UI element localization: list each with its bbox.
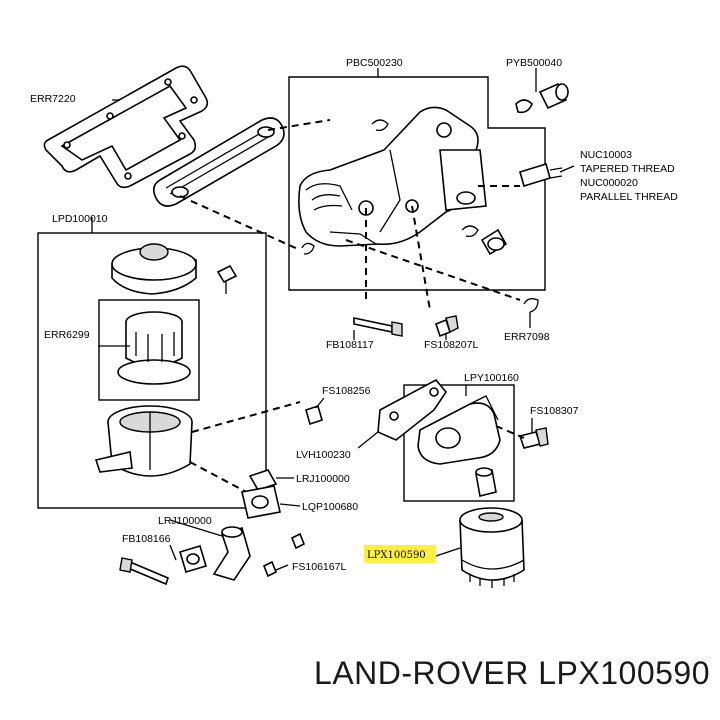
adaptor-frame (403, 384, 515, 502)
lrj-gasket-lower (179, 545, 207, 573)
label-fs106167l: FS106167L (292, 561, 346, 573)
filter-base (94, 405, 193, 477)
label-fs108256: FS108256 (322, 385, 371, 397)
fs108256-bolt (305, 404, 323, 426)
label-fb108117: FB108117 (326, 339, 374, 351)
oil-pump-housing (298, 106, 487, 247)
footer-part-number: LAND-ROVER LPX100590 (314, 655, 710, 691)
filter-cap (111, 243, 197, 295)
pyb-pipe-adaptor (515, 82, 569, 114)
o-ring-top (371, 119, 389, 132)
upper-right-frame (288, 76, 546, 291)
label-err7098: ERR7098 (504, 331, 550, 343)
label-lvh100230: LVH100230 (296, 449, 351, 461)
label-fb108166: FB108166 (122, 533, 171, 545)
err7220-gasket (43, 65, 209, 189)
small-screw-top (216, 264, 238, 294)
inner-filter-frame (98, 299, 200, 401)
fs108307-bolt (518, 427, 549, 449)
err6299-element (117, 311, 191, 385)
label-lrj100000-upper: LRJ100000 (296, 473, 350, 485)
label-lpx100590: LPX100590 (367, 550, 426, 561)
label-parallel-thread: PARALLEL THREAD (580, 191, 678, 203)
label-lrj100000-lower: LRJ100000 (158, 515, 212, 527)
label-err7220: ERR7220 (30, 93, 76, 105)
oil-cooler-plate (152, 117, 285, 207)
fs106167-screws (262, 532, 306, 578)
label-err6299: ERR6299 (44, 329, 90, 341)
label-pbc500230: PBC500230 (346, 57, 403, 69)
lpx-highlight (364, 545, 436, 563)
label-pyb500040: PYB500040 (506, 57, 562, 69)
o-ring-err7098 (523, 298, 539, 313)
label-tapered-thread: TAPERED THREAD (580, 163, 675, 175)
fs108207-bolt (435, 315, 459, 338)
drain-plug (480, 228, 508, 256)
filter-adaptor (417, 395, 501, 465)
filter-housing-frame (37, 232, 267, 509)
lpx-oil-filter (459, 507, 525, 588)
fb108117-bolt (353, 317, 403, 337)
label-lqp100680: LQP100680 (302, 501, 358, 513)
label-fs108307: FS108307 (530, 405, 579, 417)
label-nuc10003: NUC10003 (580, 149, 632, 161)
fb108166-bolt (119, 557, 169, 586)
lqp-flange (241, 485, 281, 519)
oil-pressure-switch (519, 162, 563, 188)
o-ring-right (461, 225, 479, 238)
label-fs108207l: FS108207L (424, 339, 478, 351)
o-ring-left (301, 242, 315, 255)
lrj-gasket-upper (248, 469, 278, 491)
pipe-elbow (212, 526, 251, 581)
label-lpy100160: LPY100160 (464, 372, 519, 384)
label-nuc000020: NUC000020 (580, 177, 638, 189)
label-lpd100010: LPD100010 (52, 213, 108, 225)
adaptor-sleeve (475, 467, 497, 497)
